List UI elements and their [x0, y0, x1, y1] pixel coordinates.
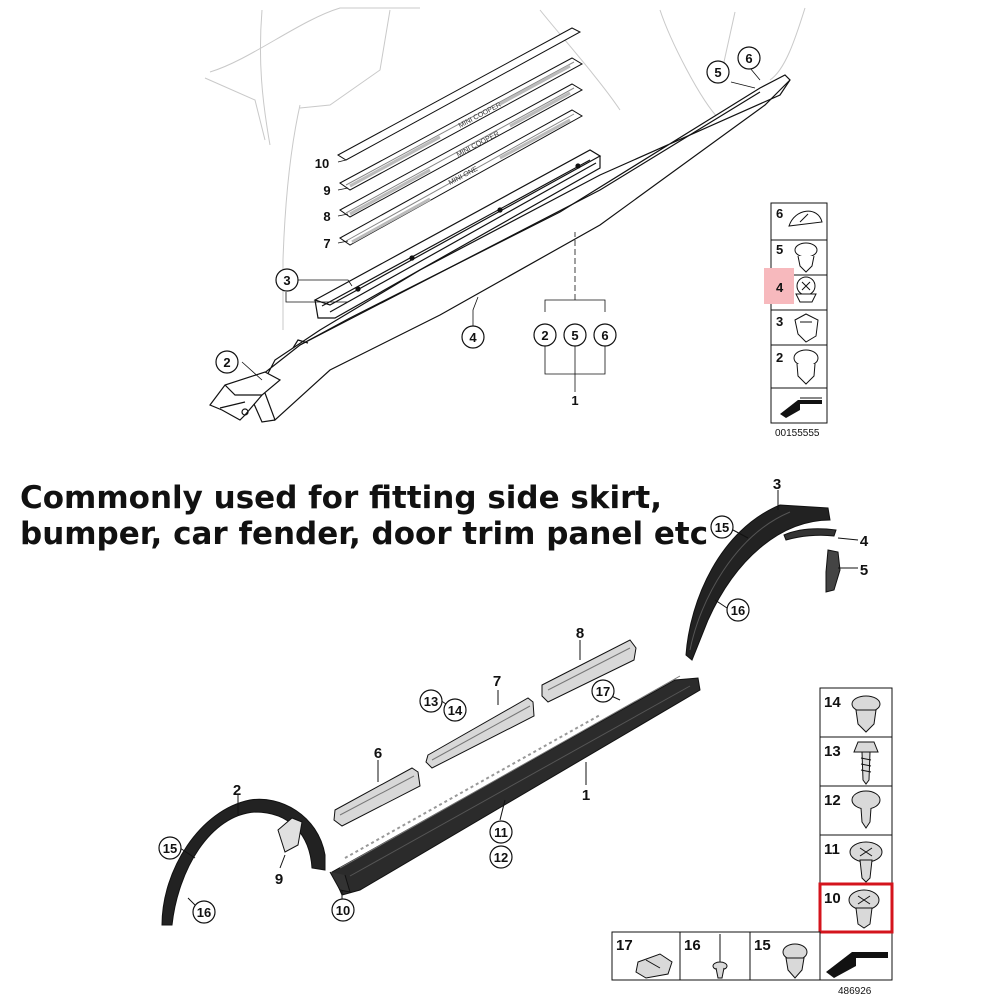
- circled-11: 11: [494, 825, 508, 840]
- top-leader-lines: [241, 67, 761, 392]
- top-diagram: MINI COOPER MINI COOPER MINI ONE: [204, 7, 806, 423]
- top-fastener-key: 6 5 4 3 2 00155555: [764, 202, 828, 439]
- callout-10: 10: [315, 156, 329, 171]
- caption: Commonly used for fitting side skirt, bu…: [20, 480, 720, 552]
- circled-15-front: 15: [163, 841, 177, 856]
- label-1: 1: [582, 787, 590, 804]
- key-3-number: 3: [776, 314, 783, 329]
- circled-16-rear: 16: [731, 603, 745, 618]
- callout-3: 3: [283, 273, 290, 288]
- key-2-number: 2: [776, 350, 783, 365]
- circled-16-front: 16: [197, 905, 211, 920]
- clip-icon-5: [794, 242, 818, 273]
- clip-icon-4: [795, 276, 817, 303]
- callout-9: 9: [323, 183, 330, 198]
- clip-icon-15: [782, 943, 808, 979]
- label-6: 6: [374, 745, 382, 762]
- callout-7: 7: [323, 236, 330, 251]
- callout-5b: 5: [571, 328, 578, 343]
- bottom-fastener-key-row: 17 16 15: [611, 931, 821, 981]
- clip-icon-2: [793, 349, 819, 385]
- rivet-icon-16: [712, 934, 728, 979]
- bottom-diagram: [161, 490, 859, 926]
- caption-line-2: bumper, car fender, door trim panel etc: [20, 516, 709, 552]
- callout-5: 5: [714, 65, 721, 80]
- key-5-number: 5: [776, 242, 783, 257]
- trim-strips: [337, 27, 584, 246]
- key-6-number: 6: [776, 206, 783, 221]
- key-15-number: 15: [754, 937, 771, 954]
- callout-1: 1: [571, 393, 578, 408]
- label-9: 9: [275, 871, 283, 888]
- label-3: 3: [773, 476, 781, 493]
- caption-line-1: Commonly used for fitting side skirt,: [20, 480, 662, 516]
- circled-17: 17: [596, 684, 610, 699]
- clip-icon-6: [788, 210, 823, 227]
- key-11-number: 11: [824, 841, 840, 858]
- circled-13: 13: [424, 694, 438, 709]
- callout-2b: 2: [541, 328, 548, 343]
- nut-clip-icon-17: [635, 953, 673, 979]
- part-5: [825, 549, 841, 593]
- arrow-icon-bottom: [826, 952, 888, 978]
- key-4-number: 4: [776, 280, 784, 295]
- front-wheel-arch: [161, 798, 326, 926]
- bracket-6: [333, 767, 421, 827]
- circled-10: 10: [336, 903, 350, 918]
- callout-6: 6: [745, 51, 752, 66]
- car-body-outline: [204, 7, 806, 330]
- bottom-labels: 3 4 5 8 7 6 2 9 1 15 16 17 13 14 11 12 1…: [158, 476, 869, 924]
- callout-8: 8: [323, 209, 330, 224]
- arrow-icon-top: [780, 397, 822, 418]
- highlight-key-4: [764, 268, 794, 304]
- part-4: [783, 528, 837, 541]
- trim-strip-10: [337, 27, 582, 161]
- label-4: 4: [860, 533, 869, 550]
- screw-icon-10: [848, 889, 880, 929]
- label-7: 7: [493, 673, 501, 690]
- screw-icon-11: [849, 841, 883, 883]
- key-13-number: 13: [824, 743, 841, 760]
- highlight-key-10: [818, 882, 894, 934]
- callout-6b: 6: [601, 328, 608, 343]
- clip-icon-3: [794, 313, 819, 343]
- bracket-8: [541, 639, 637, 703]
- label-2: 2: [233, 782, 241, 799]
- bottom-fastener-key: 14 13 12 11 10 486926: [818, 687, 894, 997]
- rear-wheel-arch: [685, 504, 831, 661]
- key-10-number: 10: [824, 890, 841, 907]
- top-diagram-code: 00155555: [775, 428, 820, 439]
- sill-trim: [209, 74, 791, 423]
- circled-15-rear: 15: [715, 520, 729, 535]
- callout-2: 2: [223, 355, 230, 370]
- bottom-diagram-code: 486926: [838, 986, 872, 997]
- clip-icon-12: [851, 790, 881, 829]
- callout-4: 4: [469, 330, 477, 345]
- label-8: 8: [576, 625, 584, 642]
- clip-icon-14: [851, 695, 881, 733]
- key-17-number: 17: [616, 937, 633, 954]
- top-callouts: 10 9 8 7 3 2 4 1 2 5 6 5 6: [215, 46, 761, 408]
- part-9: [277, 817, 303, 853]
- key-16-number: 16: [684, 937, 701, 954]
- circled-12: 12: [494, 850, 508, 865]
- label-5: 5: [860, 562, 868, 579]
- screw-icon-13: [853, 741, 879, 785]
- circled-14: 14: [448, 703, 463, 718]
- key-12-number: 12: [824, 792, 841, 809]
- key-14-number: 14: [824, 694, 841, 711]
